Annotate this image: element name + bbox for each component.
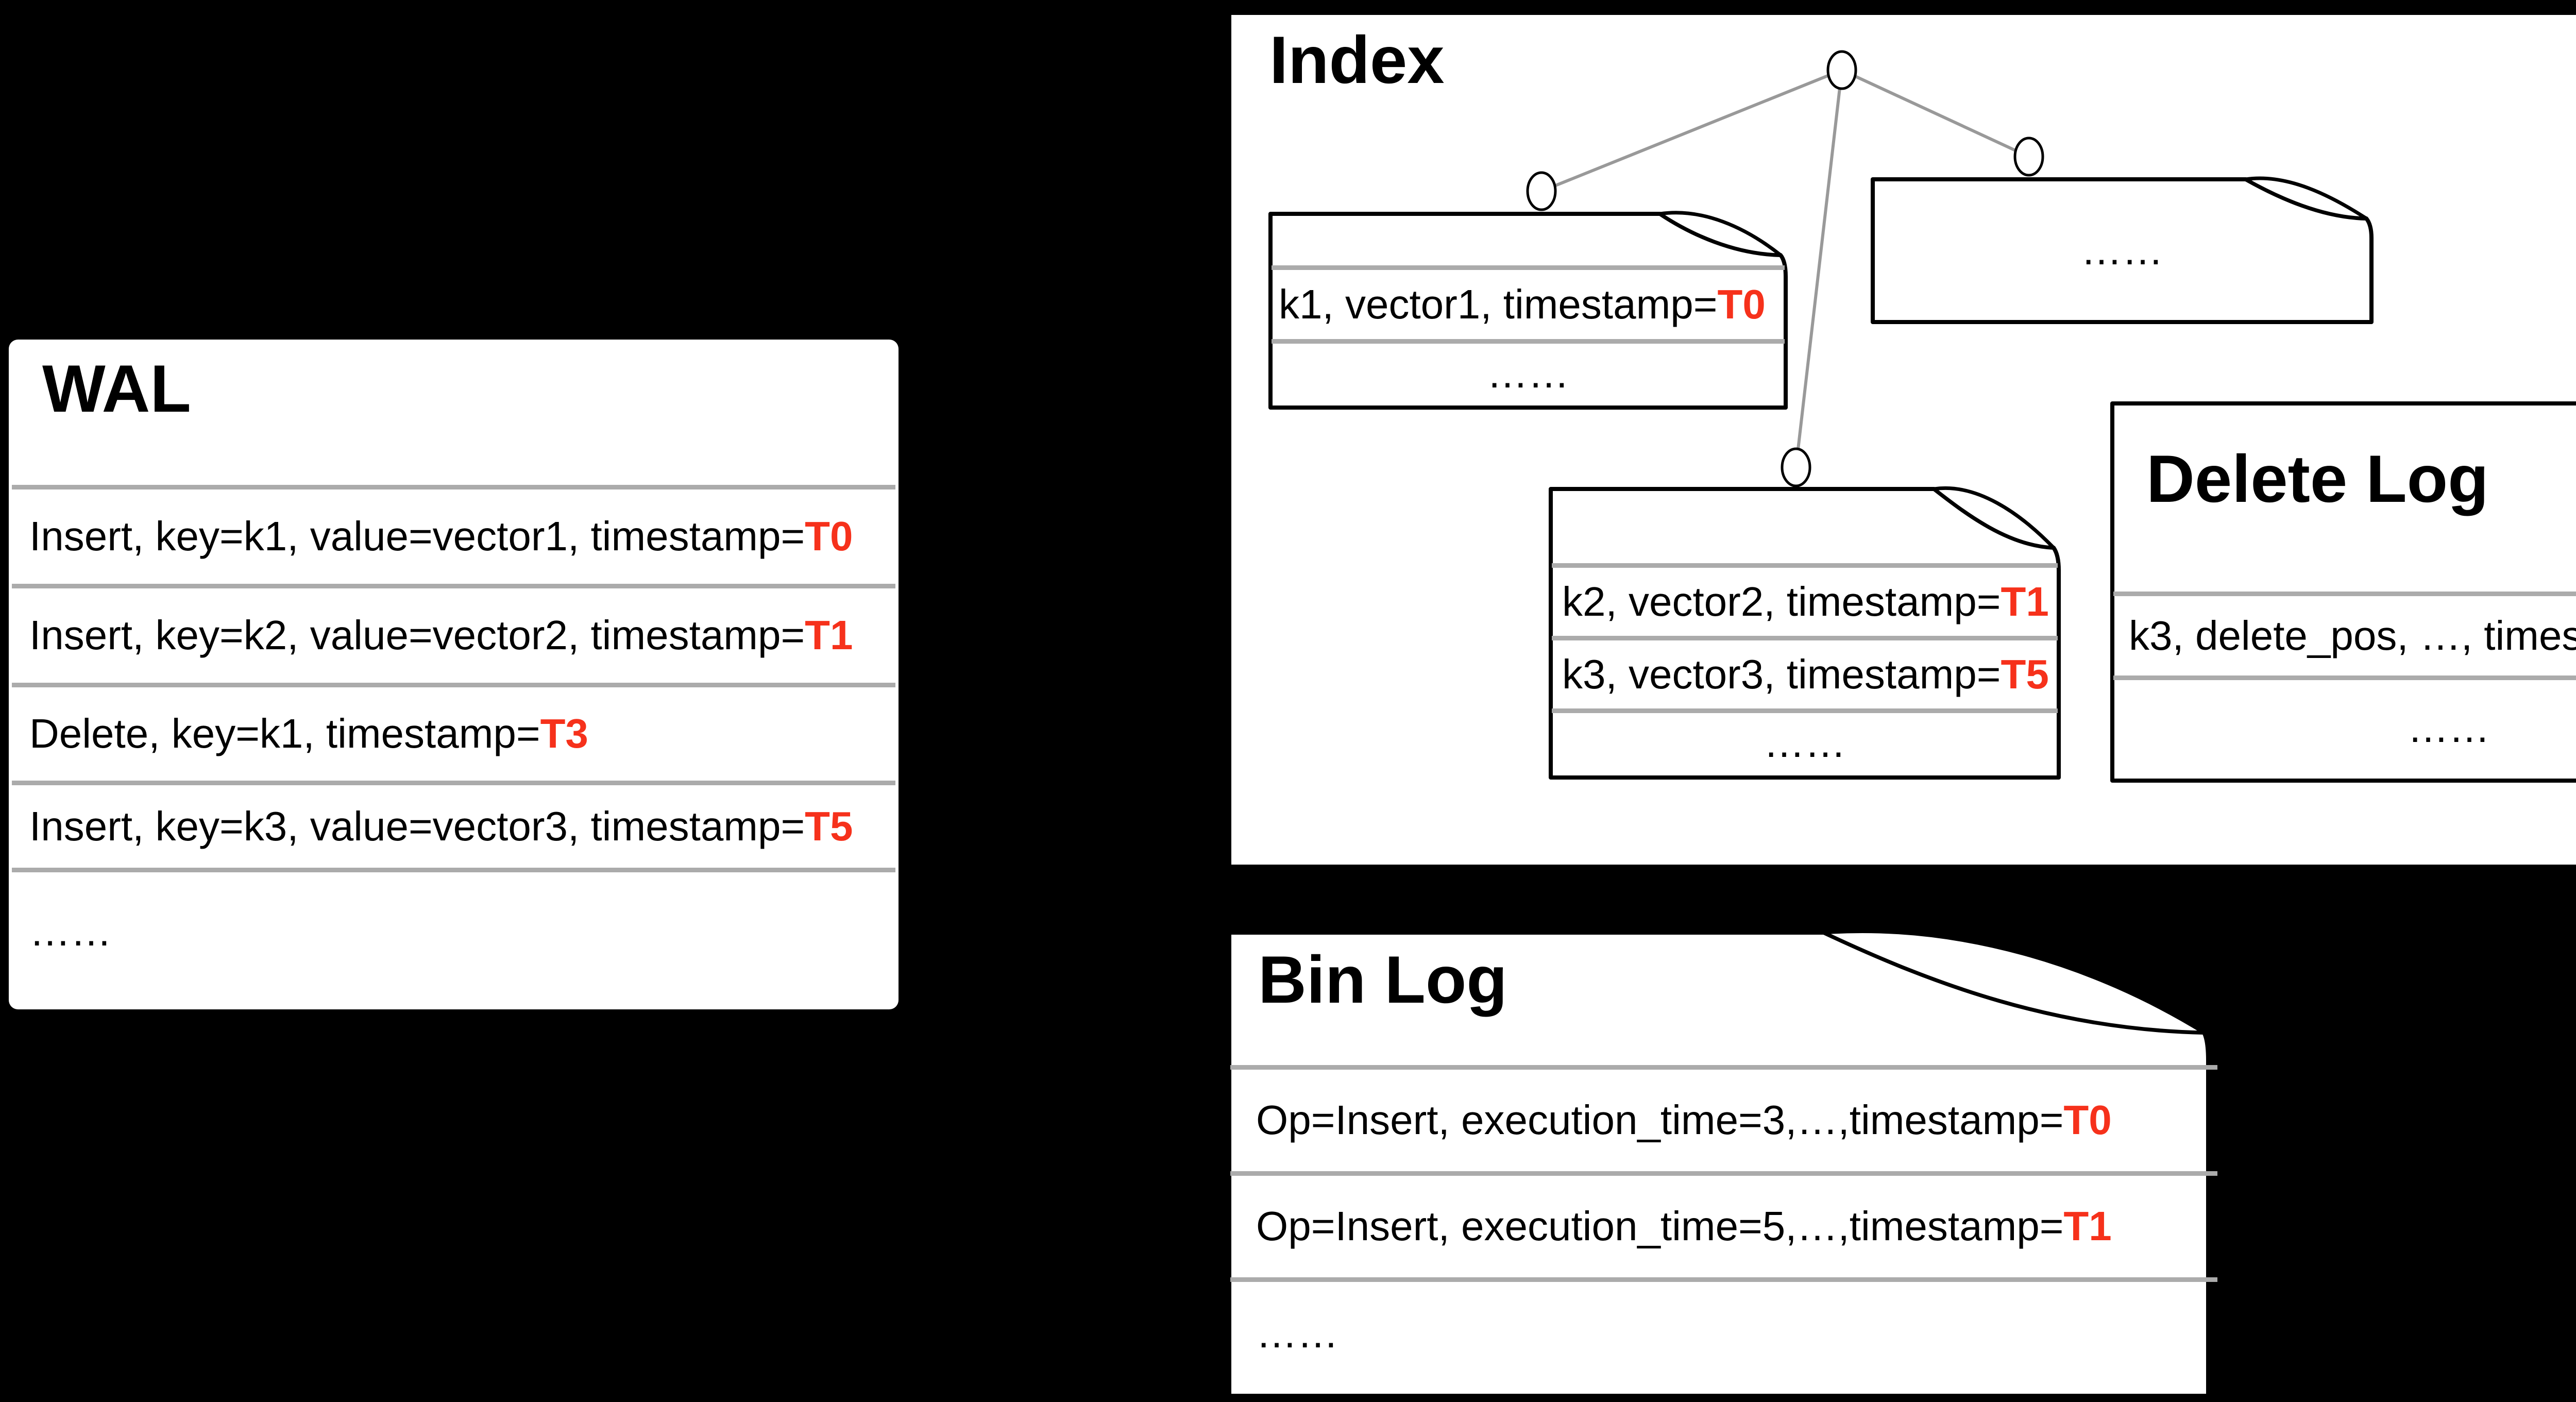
bin-log: Bin Log Op=Insert, execution_time=3,…,ti… xyxy=(1227,930,2221,1398)
segment-row: k3, vector3, timestamp=T5 xyxy=(1549,638,2061,711)
wal-box: WAL Insert, key=k1, value=vector1, times… xyxy=(9,340,899,1009)
wal-row: Insert, key=k1, value=vector1, timestamp… xyxy=(9,487,899,586)
wal-row-timestamp: T0 xyxy=(805,513,853,559)
row-separator xyxy=(12,485,895,489)
bin-log-row-text: …… xyxy=(1256,1310,1338,1356)
segment-row: k1, vector1, timestamp=T0 xyxy=(1268,267,1788,341)
row-separator xyxy=(1230,1277,2217,1282)
segment-row-text: k3, vector3, timestamp= xyxy=(1562,651,2001,697)
wal-row: Insert, key=k2, value=vector2, timestamp… xyxy=(9,586,899,685)
wal-title: WAL xyxy=(42,351,191,426)
wal-row-timestamp: T3 xyxy=(540,711,588,756)
bin-log-title: Bin Log xyxy=(1258,942,1507,1017)
bin-log-row: Op=Insert, execution_time=5,…,timestamp=… xyxy=(1227,1173,2221,1279)
wal-row: Insert, key=k3, value=vector3, timestamp… xyxy=(9,783,899,870)
bin-log-row: Op=Insert, execution_time=3,…,timestamp=… xyxy=(1227,1067,2221,1173)
wal-row-text: Insert, key=k3, value=vector3, timestamp… xyxy=(29,803,805,849)
bin-log-row-ellipsis: …… xyxy=(1227,1279,2221,1388)
delete-log-row-text: …… xyxy=(2408,705,2490,751)
segment-row-text: …… xyxy=(2081,227,2163,273)
segment-row-ellipsis: …… xyxy=(1268,341,1788,406)
wal-row-ellipsis: …… xyxy=(9,870,899,993)
wal-row-text: Delete, key=k1, timestamp= xyxy=(29,711,540,756)
row-separator xyxy=(1230,1171,2217,1176)
segment-row-timestamp: T0 xyxy=(1717,281,1766,327)
bin-log-row-timestamp: T1 xyxy=(2063,1203,2112,1249)
row-separator xyxy=(2113,675,2576,680)
row-separator xyxy=(1552,563,2058,568)
delete-log-title: Delete Log xyxy=(2146,441,2489,516)
tree-node-right xyxy=(2013,137,2044,177)
row-separator xyxy=(2113,592,2576,596)
wal-row-timestamp: T5 xyxy=(805,803,853,849)
tree-edge-root-left xyxy=(1540,69,1843,193)
segment-row-text: k1, vector1, timestamp= xyxy=(1279,281,1718,327)
bin-log-row-timestamp: T0 xyxy=(2063,1097,2112,1143)
folded-corner xyxy=(1932,486,2056,550)
delete-log-row-ellipsis: …… xyxy=(2110,678,2576,779)
segment-row-timestamp: T1 xyxy=(2001,578,2049,624)
tree-edge-root-right xyxy=(1841,69,2030,158)
row-separator xyxy=(12,781,895,785)
bin-log-row-text: Op=Insert, execution_time=3,…,timestamp= xyxy=(1256,1097,2064,1143)
tree-node-root xyxy=(1826,50,1857,90)
segment-row-text: k2, vector2, timestamp= xyxy=(1562,578,2001,624)
row-separator xyxy=(12,868,895,872)
index-segment-more: …… xyxy=(1871,176,2374,324)
row-separator xyxy=(1230,1065,2217,1070)
row-separator xyxy=(1272,265,1785,270)
row-separator xyxy=(12,584,895,588)
tree-edge-root-middle xyxy=(1794,70,1843,468)
segment-row-timestamp: T5 xyxy=(2001,651,2049,697)
delete-log-row: k3, delete_pos, …, timestamp=T3 xyxy=(2110,594,2576,678)
row-separator xyxy=(1552,636,2058,640)
wal-row-text: …… xyxy=(29,908,112,954)
delete-log-row-text: k3, delete_pos, …, timestamp= xyxy=(2129,612,2576,658)
segment-row: k2, vector2, timestamp=T1 xyxy=(1549,565,2061,638)
wal-row-timestamp: T1 xyxy=(805,612,853,658)
tree-node-middle xyxy=(1781,447,1811,487)
segment-row-ellipsis: …… xyxy=(1871,198,2374,303)
index-segment-k2k3: k2, vector2, timestamp=T1 k3, vector3, t… xyxy=(1549,486,2061,780)
segment-row-text: …… xyxy=(1764,720,1846,766)
row-separator xyxy=(1552,708,2058,713)
folded-corner xyxy=(2244,176,2368,221)
delete-log: Delete Log k3, delete_pos, …, timestamp=… xyxy=(2110,401,2576,783)
wal-row: Delete, key=k1, timestamp=T3 xyxy=(9,685,899,783)
segment-row-ellipsis: …… xyxy=(1549,711,2061,775)
folded-corner xyxy=(1822,930,2206,1035)
index-segment-k1: k1, vector1, timestamp=T0 …… xyxy=(1268,211,1788,410)
bin-log-row-text: Op=Insert, execution_time=5,…,timestamp= xyxy=(1256,1203,2064,1249)
tree-node-left xyxy=(1526,171,1557,211)
index-title: Index xyxy=(1269,22,1445,97)
row-separator xyxy=(12,683,895,687)
wal-row-text: Insert, key=k2, value=vector2, timestamp… xyxy=(29,612,805,658)
row-separator xyxy=(1272,339,1785,344)
index-tree xyxy=(1526,50,2044,487)
wal-row-text: Insert, key=k1, value=vector1, timestamp… xyxy=(29,513,805,559)
segment-row-text: …… xyxy=(1487,350,1569,396)
folded-corner xyxy=(1658,211,1783,257)
